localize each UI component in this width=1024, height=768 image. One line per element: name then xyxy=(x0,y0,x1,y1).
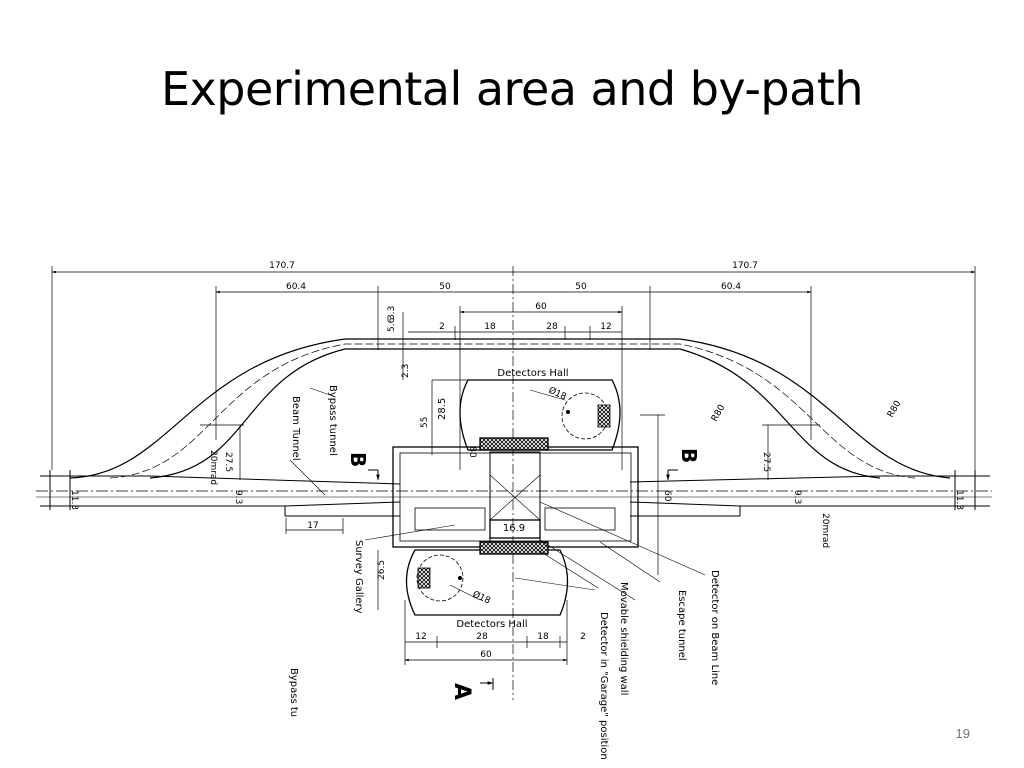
dim-left-27-5: 27.5 xyxy=(223,452,233,472)
dim-r80-inner: R80 xyxy=(710,403,728,424)
label-detector-garage: Detector in "Garage" position xyxy=(598,612,609,760)
section-markers xyxy=(368,469,678,690)
dim-top-18: 18 xyxy=(484,322,496,332)
dimension-labels: 170.7 170.7 60.4 50 50 60.4 60 2 18 28 1… xyxy=(69,261,964,660)
dim-17: 17 xyxy=(307,521,318,531)
dim-bot-18: 18 xyxy=(537,632,549,642)
label-section-a: A xyxy=(449,683,474,700)
dim-top-28: 28 xyxy=(546,322,558,332)
dim-28-5: 28.5 xyxy=(437,398,448,420)
dim-top-60: 60 xyxy=(535,302,547,312)
dim-overall-left: 170.7 xyxy=(269,261,295,271)
central-cavern xyxy=(392,437,639,555)
dim-5-6: 5.6 xyxy=(387,317,397,332)
slide-number: 19 xyxy=(955,726,970,741)
dim-bot-60: 60 xyxy=(480,650,492,660)
dim-top-2: 2 xyxy=(439,322,445,332)
label-movable-shielding: Movable shielding wall xyxy=(618,582,629,695)
dim-left-11-3: 11.3 xyxy=(69,490,79,510)
label-escape-tunnel: Escape tunnel xyxy=(676,590,687,661)
dim-left-60-4: 60.4 xyxy=(286,282,306,292)
dim-center-80: 80 xyxy=(467,446,477,458)
dim-right-60: 60 xyxy=(662,490,672,502)
dim-26-5: 26.5 xyxy=(377,560,387,580)
detectors-hall-lower xyxy=(405,549,569,616)
label-section-b-left: B xyxy=(346,452,370,467)
label-detector-beam-line: Detector on Beam Line xyxy=(709,570,720,685)
dim-diameter-lower: Ø18 xyxy=(471,589,493,607)
label-beam-tunnel: Beam Tunnel xyxy=(290,396,301,461)
dim-55: 55 xyxy=(420,417,430,428)
dim-left-9-3: 9.3 xyxy=(233,490,243,504)
dim-right-60-4: 60.4 xyxy=(721,282,741,292)
dim-bot-12: 12 xyxy=(415,632,426,642)
dim-16-9: 16.9 xyxy=(503,523,525,534)
dim-diameter-upper: Ø18 xyxy=(547,385,569,403)
dim-3-3: 3.3 xyxy=(387,306,397,320)
label-bypass-tunnel: Bypass tunnel xyxy=(327,385,338,456)
bypass-tunnel-curve xyxy=(69,338,951,479)
diagram-labels: Detectors Hall Detectors Hall Bypass tun… xyxy=(288,368,720,760)
label-detectors-hall-bottom: Detectors Hall xyxy=(456,619,527,630)
label-survey-gallery: Survey Gallery xyxy=(353,540,364,614)
dim-right-11-3: 11.3 xyxy=(954,490,964,510)
dim-left-20mrad: 20mrad xyxy=(208,450,218,485)
label-section-b-right: B xyxy=(677,448,701,463)
dim-top-12: 12 xyxy=(600,322,611,332)
slide-title: Experimental area and by-path xyxy=(160,62,864,116)
dim-r80-outer: R80 xyxy=(886,399,904,420)
dim-left-50: 50 xyxy=(439,282,451,292)
leader-lines xyxy=(289,387,706,601)
label-bypass-tu: Bypass tu xyxy=(288,668,299,717)
dimension-lines xyxy=(51,266,976,700)
dim-right-20mrad: 20mrad xyxy=(820,513,830,548)
dim-right-9-3: 9.3 xyxy=(792,490,802,504)
dim-bot-2: 2 xyxy=(580,632,586,642)
beam-tunnel xyxy=(36,470,992,517)
dim-right-50: 50 xyxy=(575,282,587,292)
label-detectors-hall-top: Detectors Hall xyxy=(497,368,568,379)
dim-right-27-5: 27.5 xyxy=(761,452,771,472)
detector-symbols xyxy=(417,404,611,589)
dim-2-3: 2.3 xyxy=(401,364,411,378)
dim-bot-28: 28 xyxy=(476,632,488,642)
dim-overall-right: 170.7 xyxy=(732,261,758,271)
